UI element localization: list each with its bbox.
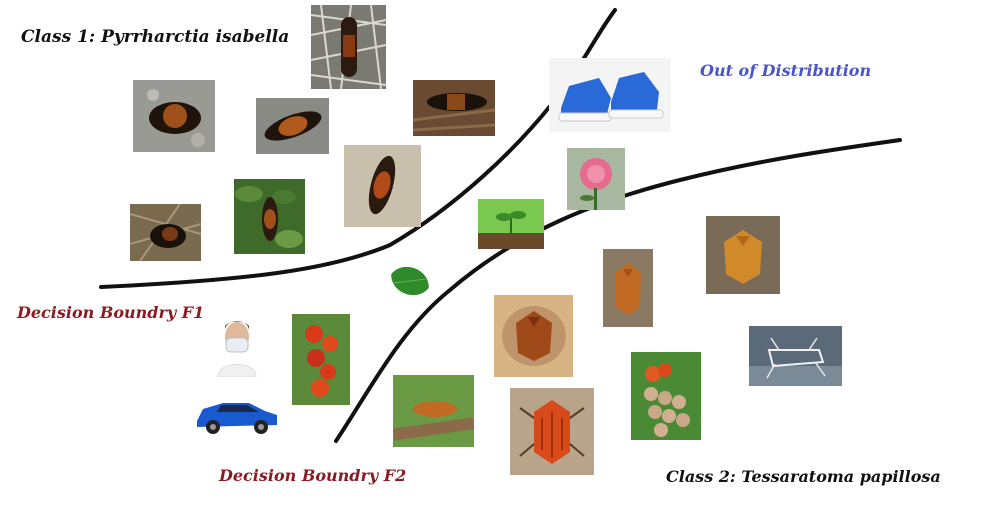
car-photo — [193, 385, 281, 440]
ood-label: Out of Distribution — [700, 61, 872, 80]
rose-photo — [567, 148, 625, 210]
caterpillar-photo — [133, 80, 215, 152]
stink-bug-photo — [603, 249, 653, 327]
decision-boundary-f1-label: Decision Boundry F1 — [17, 303, 205, 322]
sneaker-photo — [549, 58, 671, 132]
caterpillar-photo — [344, 145, 421, 227]
decision-boundary-f2-line — [334, 138, 902, 443]
tomato-photo — [292, 314, 350, 405]
leaf-photo — [386, 261, 434, 301]
decision-boundary-f1-line — [99, 8, 617, 289]
sprout-photo — [478, 199, 544, 249]
stink-bug-photo — [706, 216, 780, 294]
caterpillar-photo — [256, 98, 329, 154]
stink-bug-photo — [510, 388, 594, 475]
class2-label: Class 2: Tessaratoma papillosa — [666, 467, 941, 486]
stink-bug-photo — [393, 375, 474, 447]
caterpillar-photo — [311, 5, 386, 89]
person-mask-photo — [214, 310, 260, 377]
class1-label: Class 1: Pyrrharctia isabella — [21, 27, 290, 47]
stink-bug-skeleton-photo — [749, 326, 842, 386]
caterpillar-photo — [130, 204, 201, 261]
stink-bug-eggs-photo — [631, 352, 701, 440]
caterpillar-photo — [234, 179, 305, 254]
decision-boundary-f2-label: Decision Boundry F2 — [219, 466, 407, 485]
stink-bug-photo — [494, 295, 573, 377]
caterpillar-photo — [413, 80, 495, 136]
